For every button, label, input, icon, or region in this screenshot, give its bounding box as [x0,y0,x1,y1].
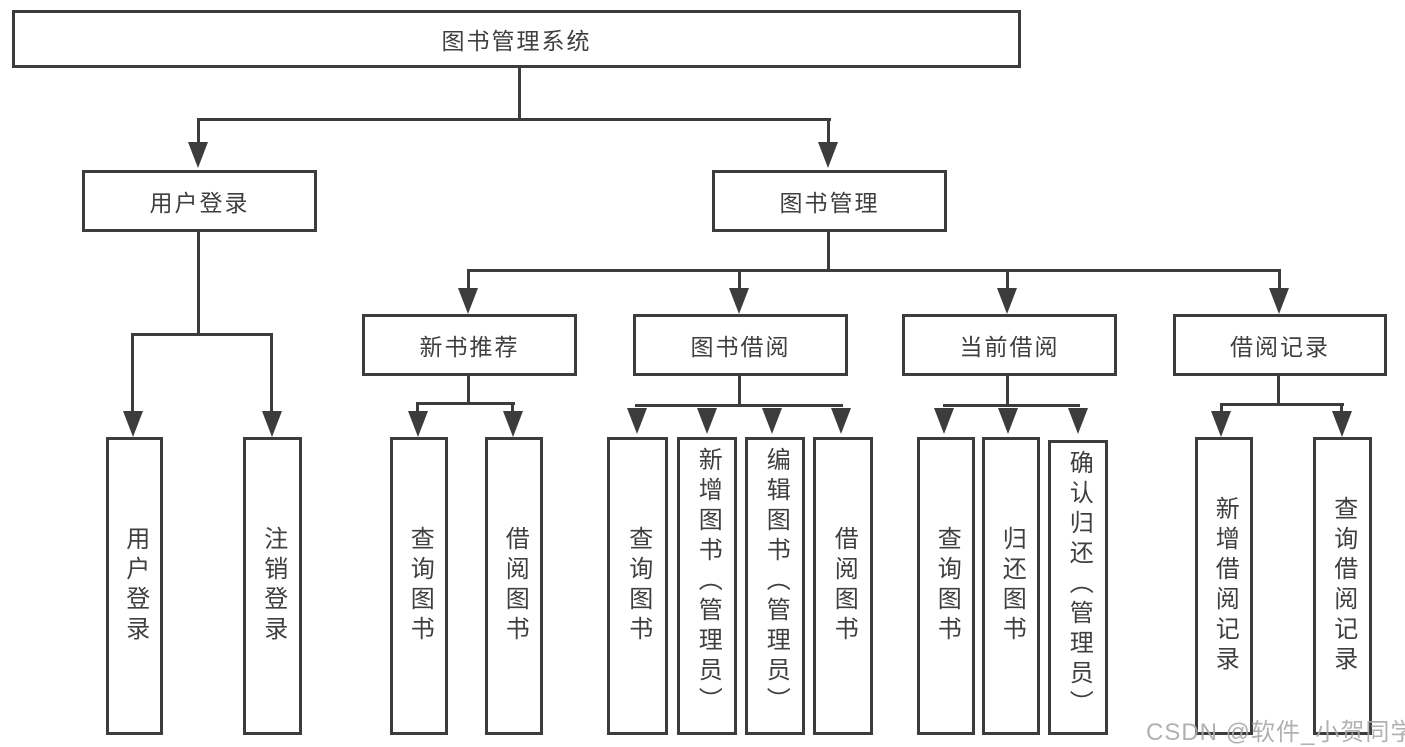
arrowhead-down [762,408,782,434]
node-root: 图书管理系统 [12,10,1021,68]
leaf-label: 查询图书 [406,526,434,646]
arrowhead-down [818,142,838,168]
arrowhead-down [408,411,428,437]
leaf-label: 编辑图书（管理员） [762,447,790,717]
leaf-label: 用户登录 [121,526,149,646]
arrowhead-down [503,411,523,437]
leaf-add-borrow-record: 新增借阅记录 [1195,437,1253,735]
connector-stem [1006,271,1009,289]
node-new-book-rec: 新书推荐 [362,314,577,376]
leaf-borrow-books-rec: 借阅图书 [485,437,543,735]
node-borrow-record: 借阅记录 [1173,314,1387,376]
leaf-query-books-borrow: 查询图书 [607,437,668,735]
connector-stem [131,335,134,411]
leaf-confirm-return-admin: 确认归还（管理员） [1048,440,1108,735]
leaf-label: 借阅图书 [830,526,858,646]
csdn-watermark: CSDN @软件_小贺同学 [1146,719,1405,746]
connector-stem [1277,376,1280,406]
leaf-user-login: 用户登录 [106,437,163,735]
connector-stem [416,404,419,414]
node-current-borrow-label: 当前借阅 [959,334,1060,360]
node-user-login: 用户登录 [82,170,317,232]
connector-stem [738,271,741,289]
arrowhead-down [697,408,717,434]
node-book-mgmt-label: 图书管理 [779,190,880,216]
connector-stem [270,335,273,411]
arrowhead-down [123,411,143,437]
connector-stem [511,404,514,414]
node-book-borrow: 图书借阅 [633,314,848,376]
arrowhead-down [831,408,851,434]
connector-stem [827,120,830,144]
arrowhead-down [998,408,1018,434]
arrowhead-down [627,408,647,434]
leaf-label: 确认归还（管理员） [1065,450,1093,720]
arrowhead-down [458,288,478,314]
node-current-borrow: 当前借阅 [902,314,1117,376]
connector-stem [827,232,830,271]
connector-root-hline [197,118,831,121]
connector-hline [467,269,1281,272]
leaf-logout: 注销登录 [243,437,302,735]
node-root-label: 图书管理系统 [441,28,592,54]
leaf-label: 查询图书 [624,526,652,646]
connector-hline [131,333,273,336]
connector-stem [1006,376,1009,407]
arrowhead-down [1269,288,1289,314]
leaf-label: 新增借阅记录 [1211,496,1239,676]
leaf-label: 查询借阅记录 [1329,496,1357,676]
leaf-return-books: 归还图书 [982,437,1040,735]
connector-hline [416,402,515,405]
leaf-borrow-books: 借阅图书 [813,437,873,735]
connector-stem [1278,271,1281,289]
leaf-query-books-current: 查询图书 [917,437,975,735]
connector-stem [1340,405,1343,413]
connector-stem [738,376,741,407]
connector-stem [467,376,470,405]
leaf-edit-books-admin: 编辑图书（管理员） [745,437,805,735]
node-new-book-rec-label: 新书推荐 [419,334,520,360]
leaf-add-books-admin: 新增图书（管理员） [677,437,737,735]
leaf-query-books-rec: 查询图书 [390,437,448,735]
arrowhead-down [934,408,954,434]
connector-root-stem [518,68,521,120]
leaf-query-borrow-record: 查询借阅记录 [1313,437,1372,735]
leaf-label: 新增图书（管理员） [694,447,722,717]
node-book-borrow-label: 图书借阅 [690,334,791,360]
arrowhead-down [997,288,1017,314]
connector-hline [943,404,1080,407]
leaf-label: 查询图书 [933,526,961,646]
arrowhead-down [729,288,749,314]
arrowhead-down [1068,408,1088,434]
node-user-login-label: 用户登录 [149,190,250,216]
node-book-mgmt: 图书管理 [712,170,947,232]
connector-hline [1220,403,1344,406]
arrowhead-down [262,411,282,437]
leaf-label: 借阅图书 [501,526,529,646]
leaf-label: 归还图书 [998,526,1026,646]
connector-stem [197,232,200,336]
leaf-label: 注销登录 [259,526,287,646]
connector-hline [635,404,843,407]
connector-stem [1220,405,1223,413]
connector-stem [197,120,200,144]
connector-stem [467,271,470,289]
arrowhead-down [1332,411,1352,437]
node-borrow-record-label: 借阅记录 [1230,334,1330,360]
arrowhead-down [1211,411,1231,437]
arrowhead-down [188,142,208,168]
